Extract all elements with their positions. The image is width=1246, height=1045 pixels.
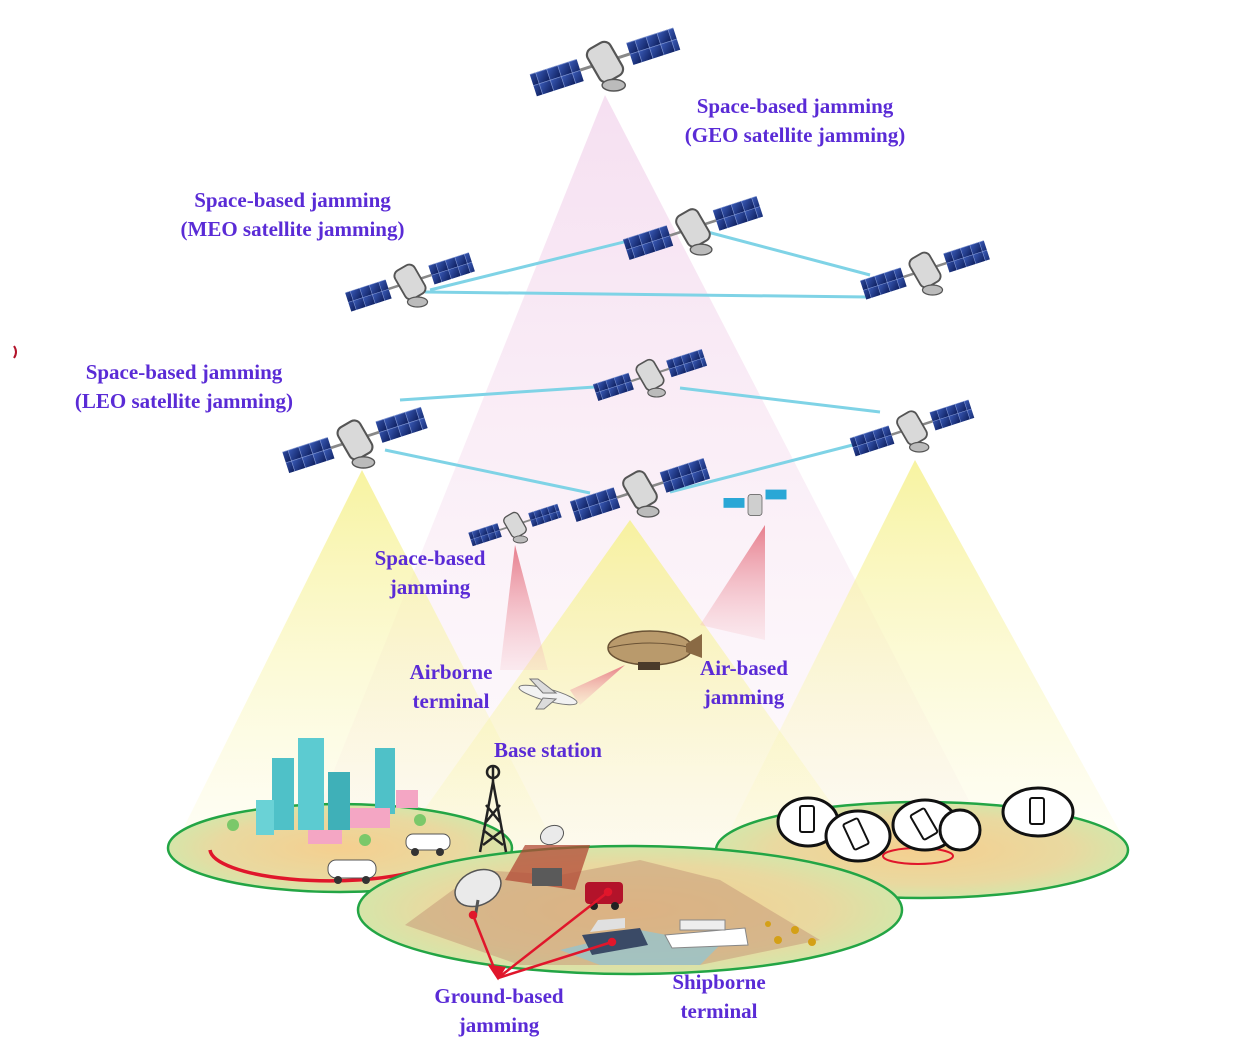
label-line: Space-based jamming (85, 360, 283, 384)
base-station-label: Base station (494, 738, 602, 762)
ground-area-terrain (356, 844, 904, 976)
ship-icon (664, 919, 749, 949)
meo-jamming-label: Space-based jamming (MEO satellite jammi… (160, 186, 425, 244)
label-line: Airborne (409, 660, 493, 684)
label-line: (LEO satellite jamming) (74, 389, 294, 413)
base-station-tower-icon (478, 764, 508, 853)
label-line: (GEO satellite jamming) (684, 123, 906, 147)
label-line: jamming (703, 685, 785, 709)
label-line: Space-based jamming (194, 188, 391, 212)
label-line: terminal (680, 999, 758, 1023)
airship-jamming-beam (570, 665, 625, 705)
car-icon (405, 833, 451, 856)
label-line: jamming (458, 1013, 540, 1037)
smartphone-icon (776, 796, 840, 848)
city-buildings-icon (227, 738, 426, 846)
label-line: (MEO satellite jamming) (180, 217, 405, 241)
label-line: jamming (389, 575, 471, 599)
smartphone-icon (1001, 786, 1075, 838)
meo-satellite-icon (858, 239, 992, 301)
label-line: Space-based jamming (696, 94, 894, 118)
aircraft-icon (518, 678, 578, 710)
label-line: Shipborne (672, 970, 766, 994)
label-line: terminal (412, 689, 490, 713)
ground-jamming-label: Ground-based jamming (418, 982, 580, 1040)
airborne-terminal-label: Airborne terminal (398, 658, 504, 716)
smartphone-icon (938, 808, 982, 852)
meo-satellite-icon (343, 251, 477, 313)
label-line: Air-based (700, 656, 788, 680)
leo-satellite-icon (280, 405, 430, 475)
leo-satellite-icon (848, 398, 976, 458)
jamming-station-icon (505, 845, 590, 890)
geo-jamming-label: Space-based jamming (GEO satellite jammi… (664, 92, 926, 150)
inter-satellite-links (384, 228, 881, 495)
air-jamming-label: Air-based jamming (686, 654, 802, 712)
space-jamming-label: Space-based jamming (362, 544, 498, 602)
buoy-icon (765, 921, 816, 946)
geo-satellite-icon (528, 26, 682, 98)
car-icon (327, 859, 377, 884)
airship-icon (607, 630, 702, 670)
shipborne-terminal-label: Shipborne terminal (656, 968, 782, 1026)
label-line: Ground-based (434, 984, 564, 1008)
leo-right-beam (720, 460, 1130, 850)
space-jamming-beam (500, 545, 548, 670)
small-sat-jamming-beam (700, 525, 765, 640)
label-line: Space-based (374, 546, 486, 570)
ground-jamming-arrows (468, 887, 617, 981)
radar-dish-icon (539, 824, 565, 846)
edge-mark (13, 345, 17, 359)
smartphone-icon (824, 809, 892, 863)
small-satellite-icon (723, 489, 787, 516)
leo-jamming-label: Space-based jamming (LEO satellite jammi… (56, 358, 312, 416)
